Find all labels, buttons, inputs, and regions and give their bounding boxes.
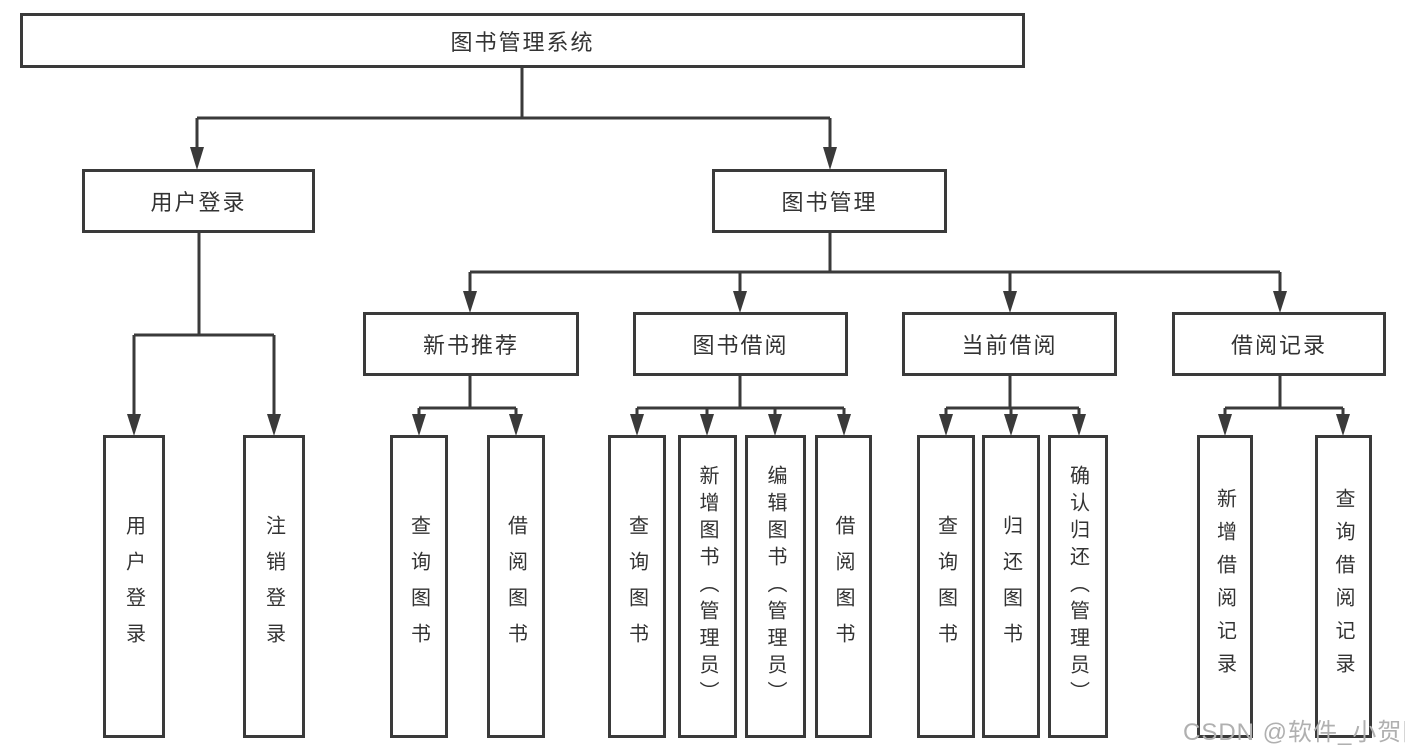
node-label: 查询图书	[625, 514, 648, 659]
node-leaf-query-books-3: 查询图书	[917, 435, 975, 738]
node-label: 新增图书（管理员）	[696, 465, 718, 708]
node-leaf-borrow-books-2: 借阅图书	[815, 435, 872, 738]
node-label: 用户登录	[122, 514, 145, 659]
node-label: 图书借阅	[692, 333, 789, 358]
csdn-watermark: CSDN @软件_小贺同学	[1183, 719, 1405, 746]
node-label: 注销登录	[262, 514, 285, 659]
node-label: 归还图书	[999, 514, 1022, 659]
node-label: 确认归还（管理员）	[1066, 465, 1089, 708]
node-book-management: 图书管理	[712, 169, 947, 233]
node-leaf-edit-books-admin: 编辑图书（管理员）	[745, 435, 806, 738]
node-label: 新书推荐	[422, 333, 519, 358]
node-label: 查询图书	[407, 514, 430, 659]
node-leaf-query-books-2: 查询图书	[608, 435, 666, 738]
node-leaf-confirm-return-admin: 确认归还（管理员）	[1048, 435, 1108, 738]
node-library-management-system: 图书管理系统	[20, 13, 1025, 68]
node-label: 借阅图书	[832, 514, 854, 659]
node-label: 编辑图书（管理员）	[764, 465, 786, 708]
node-leaf-user-login: 用户登录	[103, 435, 165, 738]
node-label: 当前借阅	[961, 333, 1058, 358]
node-leaf-query-books-1: 查询图书	[390, 435, 448, 738]
node-label: 图书管理系统	[450, 29, 595, 55]
node-user-login: 用户登录	[82, 169, 315, 233]
node-new-book-recommend: 新书推荐	[363, 312, 579, 376]
node-leaf-add-borrow-record: 新增借阅记录	[1197, 435, 1253, 738]
node-label: 图书管理	[781, 190, 878, 215]
node-leaf-borrow-books-1: 借阅图书	[487, 435, 545, 738]
node-current-borrowing: 当前借阅	[902, 312, 1117, 376]
node-label: 新增借阅记录	[1213, 487, 1236, 686]
node-label: 查询借阅记录	[1332, 487, 1354, 686]
node-leaf-return-books: 归还图书	[982, 435, 1040, 738]
node-leaf-add-books-admin: 新增图书（管理员）	[678, 435, 737, 738]
node-leaf-query-borrow-record: 查询借阅记录	[1315, 435, 1372, 738]
node-label: 借阅记录	[1230, 333, 1327, 358]
node-book-borrowing: 图书借阅	[633, 312, 848, 376]
node-label: 查询图书	[934, 514, 957, 659]
node-label: 借阅图书	[504, 514, 527, 659]
node-borrowing-records: 借阅记录	[1172, 312, 1386, 376]
node-leaf-logout: 注销登录	[243, 435, 305, 738]
node-label: 用户登录	[150, 190, 247, 215]
